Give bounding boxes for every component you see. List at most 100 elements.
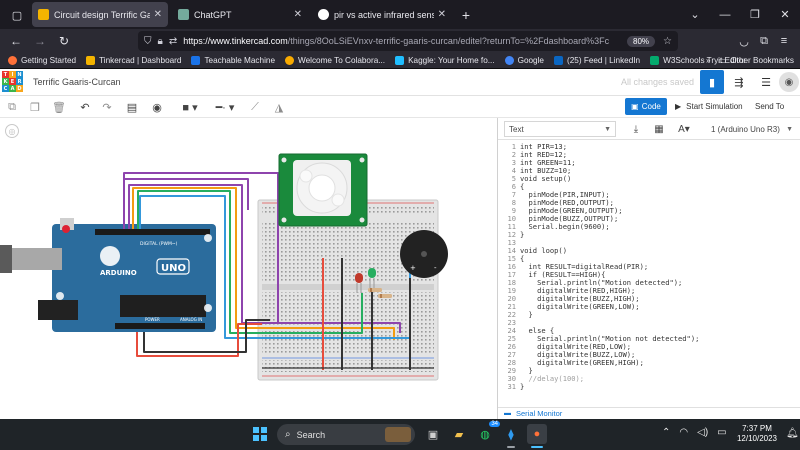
code-line[interactable]: 16 int RESULT=digitalRead(PIR); xyxy=(498,263,800,271)
piezo-buzzer[interactable]: + - xyxy=(400,230,448,278)
new-tab-button[interactable]: + xyxy=(461,7,471,23)
code-line[interactable]: 12} xyxy=(498,231,800,239)
code-line[interactable]: 9 pinMode(GREEN,OUTPUT); xyxy=(498,207,800,215)
wifi-icon[interactable]: ◠ xyxy=(679,427,689,438)
delete-icon[interactable]: 🗑︎ xyxy=(52,101,66,114)
code-line[interactable]: 7 pinMode(PIR,INPUT); xyxy=(498,191,800,199)
reload-icon[interactable]: ↻ xyxy=(58,34,70,48)
wire-purple[interactable] xyxy=(128,184,401,333)
start-simulation-button[interactable]: ▶Start Simulation xyxy=(675,98,743,115)
bookmark-star-icon[interactable]: ☆ xyxy=(663,35,672,47)
notes-icon[interactable]: ▤ xyxy=(126,101,138,114)
redo-icon[interactable]: ↷ xyxy=(102,101,112,114)
permissions-icon[interactable]: ⇄ xyxy=(168,35,178,47)
start-windows-icon[interactable] xyxy=(253,427,267,441)
library-icon[interactable]: ▦ xyxy=(654,123,664,135)
forward-arrow-icon[interactable]: → xyxy=(34,34,46,48)
file-explorer-icon[interactable]: ▰ xyxy=(454,428,464,441)
minimize-icon[interactable]: — xyxy=(719,8,731,21)
code-line[interactable]: 13 xyxy=(498,239,800,247)
wire-color-dropdown[interactable]: ■ ▾ xyxy=(182,101,198,114)
extensions-icon[interactable]: ⧉ xyxy=(760,34,768,47)
code-line[interactable]: 27 digitalWrite(BUZZ,LOW); xyxy=(498,351,800,359)
tab-overflow-icon[interactable]: ⌄ xyxy=(690,9,700,21)
tab-google-search[interactable]: pir vs active infrared sensor - Google S… xyxy=(312,2,452,27)
code-line[interactable]: 19 digitalWrite(RED,HIGH); xyxy=(498,287,800,295)
code-mode-select[interactable]: Text▼ xyxy=(504,121,616,137)
wire-black[interactable] xyxy=(143,319,270,353)
battery-icon[interactable]: ▭ xyxy=(717,427,727,438)
close-tab-icon[interactable]: ✕ xyxy=(437,9,446,20)
bookmark-w3schools[interactable]: W3Schools Tryit Editor xyxy=(650,56,746,65)
taskbar-clock[interactable]: 7:37 PM 12/10/2023 xyxy=(733,424,781,444)
code-line[interactable]: 23 xyxy=(498,319,800,327)
green-led[interactable] xyxy=(368,268,376,288)
show-hidden-icons-icon[interactable]: ⌃ xyxy=(662,427,671,438)
schematic-view-icon[interactable]: ⇶ xyxy=(734,76,744,89)
shield-icon[interactable]: ⛉ xyxy=(144,35,152,47)
serial-monitor-bar[interactable]: ▬Serial Monitor xyxy=(498,407,800,419)
wire-orange[interactable] xyxy=(132,187,395,340)
rotate-icon[interactable]: ⟋ xyxy=(251,100,259,113)
close-tab-icon[interactable]: ✕ xyxy=(293,9,302,20)
pocket-icon[interactable]: ◡ xyxy=(739,35,749,48)
circuit-view-icon[interactable]: ▮ xyxy=(700,70,724,94)
undo-icon[interactable]: ↶ xyxy=(80,101,90,114)
bookmark-linkedin[interactable]: (25) Feed | LinkedIn xyxy=(553,56,640,65)
tab-chatgpt[interactable]: ChatGPT ✕ xyxy=(172,2,308,27)
resistors[interactable] xyxy=(368,288,392,298)
notification-bell-icon[interactable]: 🔔︎ xyxy=(786,428,799,439)
bookmark-tinkercad[interactable]: Tinkercad | Dashboard xyxy=(86,56,181,65)
task-view-icon[interactable]: ▣ xyxy=(427,428,439,441)
restore-icon[interactable]: ❐ xyxy=(750,9,760,21)
copy-icon[interactable]: ⧉ xyxy=(8,100,16,113)
code-line[interactable]: 25 Serial.println("Motion not detected")… xyxy=(498,335,800,343)
code-line[interactable]: 26 digitalWrite(RED,LOW); xyxy=(498,343,800,351)
close-window-icon[interactable]: ✕ xyxy=(780,9,790,21)
firefox-icon[interactable]: ● xyxy=(527,424,547,448)
wires[interactable] xyxy=(123,172,434,370)
circuit-drawing[interactable]: DIGITAL (PWM~) ARDUINO UNO POWER ANALOG … xyxy=(0,118,497,419)
address-bar[interactable]: ⛉ 🔒︎ ⇄ https://www.tinkercad.com/things/… xyxy=(138,31,678,51)
circuit-canvas[interactable]: ◎ xyxy=(0,118,497,419)
overflow-chevron-icon[interactable]: » xyxy=(705,55,711,65)
arduino-uno[interactable]: DIGITAL (PWM~) ARDUINO UNO POWER ANALOG … xyxy=(0,218,216,332)
pir-sensor[interactable] xyxy=(278,153,368,227)
bookmark-google[interactable]: Google xyxy=(504,56,544,65)
code-line[interactable]: 20 digitalWrite(BUZZ,HIGH); xyxy=(498,295,800,303)
font-size-icon[interactable]: A▾ xyxy=(678,123,690,135)
zoom-to-fit-icon[interactable]: ◎ xyxy=(5,124,19,138)
whatsapp-icon[interactable]: ◍34 xyxy=(480,421,500,441)
other-bookmarks[interactable]: »▭Other Bookmarks xyxy=(705,55,794,66)
url-text[interactable]: https://www.tinkercad.com/things/8OoLSiE… xyxy=(183,36,627,46)
code-button[interactable]: ▣Code xyxy=(625,98,667,115)
code-line[interactable]: 28 digitalWrite(GREEN,HIGH); xyxy=(498,359,800,367)
tinkercad-logo[interactable]: T I N K E R C A D xyxy=(2,71,24,93)
tab-list-icon[interactable]: ▢ xyxy=(11,9,23,22)
bookmark-teachable-machine[interactable]: Teachable Machine xyxy=(191,56,275,65)
code-line[interactable]: 24 else { xyxy=(498,327,800,335)
code-line[interactable]: 15{ xyxy=(498,255,800,263)
design-title[interactable]: Terrific Gaaris-Curcan xyxy=(33,77,121,87)
close-tab-icon[interactable]: ✕ xyxy=(153,9,162,20)
vscode-icon[interactable]: ⧫ xyxy=(501,424,521,448)
wire-type-dropdown[interactable]: ━· ▾ xyxy=(215,101,235,114)
code-line[interactable]: 31} xyxy=(498,383,800,391)
code-line[interactable]: 30 //delay(100); xyxy=(498,375,800,383)
download-icon[interactable]: ⤓ xyxy=(633,123,639,135)
code-line[interactable]: 18 Serial.println("Motion detected"); xyxy=(498,279,800,287)
code-line[interactable]: 11 Serial.begin(9600); xyxy=(498,223,800,231)
lock-icon[interactable]: 🔒︎ xyxy=(157,35,163,47)
user-avatar[interactable]: ◉ xyxy=(779,72,799,92)
visibility-icon[interactable]: ◉ xyxy=(152,101,162,114)
send-to-button[interactable]: Send To xyxy=(755,102,785,111)
device-select[interactable]: 1 (Arduino Uno R3)▼ xyxy=(703,121,797,137)
wire-green[interactable] xyxy=(137,190,363,334)
